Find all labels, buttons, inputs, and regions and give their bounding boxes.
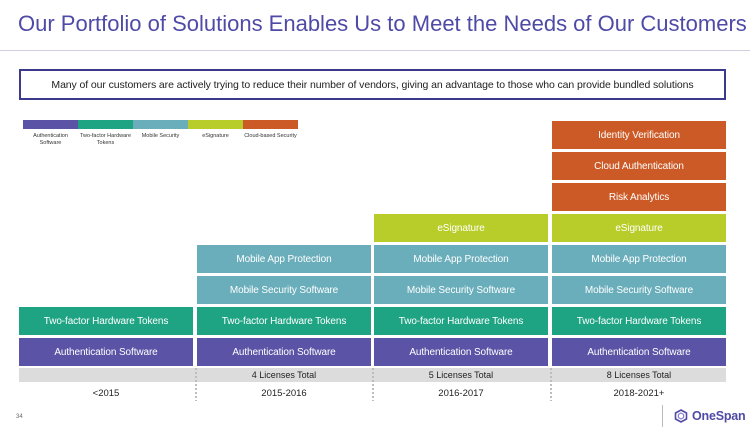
solution-block: Authentication Software: [552, 338, 726, 366]
logo-text: OneSpan: [692, 409, 746, 423]
licenses-total: 4 Licenses Total: [251, 370, 317, 380]
licenses-total: [19, 368, 193, 382]
solution-block: Two-factor Hardware Tokens: [197, 307, 371, 335]
solution-block: Risk Analytics: [552, 183, 726, 211]
callout-box: Many of our customers are actively tryin…: [19, 69, 726, 100]
licenses-total: 5 Licenses Total: [428, 370, 494, 380]
column-divider: [372, 368, 374, 401]
solution-block: Mobile App Protection: [552, 245, 726, 273]
legend-swatch: [243, 120, 298, 129]
column-divider: [195, 368, 197, 401]
legend-label: Authentication Software: [33, 133, 68, 146]
solution-block: Mobile Security Software: [374, 276, 548, 304]
solution-block: Two-factor Hardware Tokens: [19, 307, 193, 335]
onespan-logo: OneSpan: [674, 409, 746, 423]
legend-label: Two-factor Hardware Tokens: [79, 133, 132, 146]
period-label: 2018-2021+: [613, 387, 665, 399]
solution-block: Two-factor Hardware Tokens: [374, 307, 548, 335]
legend-item: Authentication Software: [23, 120, 78, 147]
solution-block: eSignature: [552, 214, 726, 242]
solution-block: Authentication Software: [374, 338, 548, 366]
solution-block: Two-factor Hardware Tokens: [552, 307, 726, 335]
solution-block: eSignature: [374, 214, 548, 242]
legend-item: eSignature: [188, 120, 243, 140]
callout-text: Many of our customers are actively tryin…: [51, 78, 694, 91]
page-number: 34: [16, 414, 23, 420]
solution-block: Mobile Security Software: [197, 276, 371, 304]
legend-swatch: [133, 120, 188, 129]
column-divider: [550, 368, 552, 401]
onespan-logo-icon: [674, 409, 688, 423]
legend-swatch: [23, 120, 78, 129]
period-label: 2015-2016: [261, 387, 307, 399]
page-title: Our Portfolio of Solutions Enables Us to…: [18, 11, 747, 36]
solution-block: Authentication Software: [19, 338, 193, 366]
legend-label: Mobile Security: [141, 133, 180, 139]
legend-item: Cloud-based Security: [243, 120, 298, 140]
period-label: <2015: [92, 387, 120, 399]
solution-block: Mobile Security Software: [552, 276, 726, 304]
legend-swatch: [78, 120, 133, 129]
title-divider: [0, 50, 750, 51]
solution-block: Cloud Authentication: [552, 152, 726, 180]
legend-swatch: [188, 120, 243, 129]
legend-item: Mobile Security: [133, 120, 188, 140]
legend-label: Cloud-based Security: [244, 133, 297, 139]
solution-block: Mobile App Protection: [197, 245, 371, 273]
period-label: 2016-2017: [438, 387, 484, 399]
footer-divider: [662, 405, 663, 427]
solution-block: Mobile App Protection: [374, 245, 548, 273]
licenses-total: 8 Licenses Total: [606, 370, 672, 380]
legend-label: eSignature: [202, 133, 229, 139]
solution-block: Identity Verification: [552, 121, 726, 149]
legend-item: Two-factor Hardware Tokens: [78, 120, 133, 147]
solution-block: Authentication Software: [197, 338, 371, 366]
